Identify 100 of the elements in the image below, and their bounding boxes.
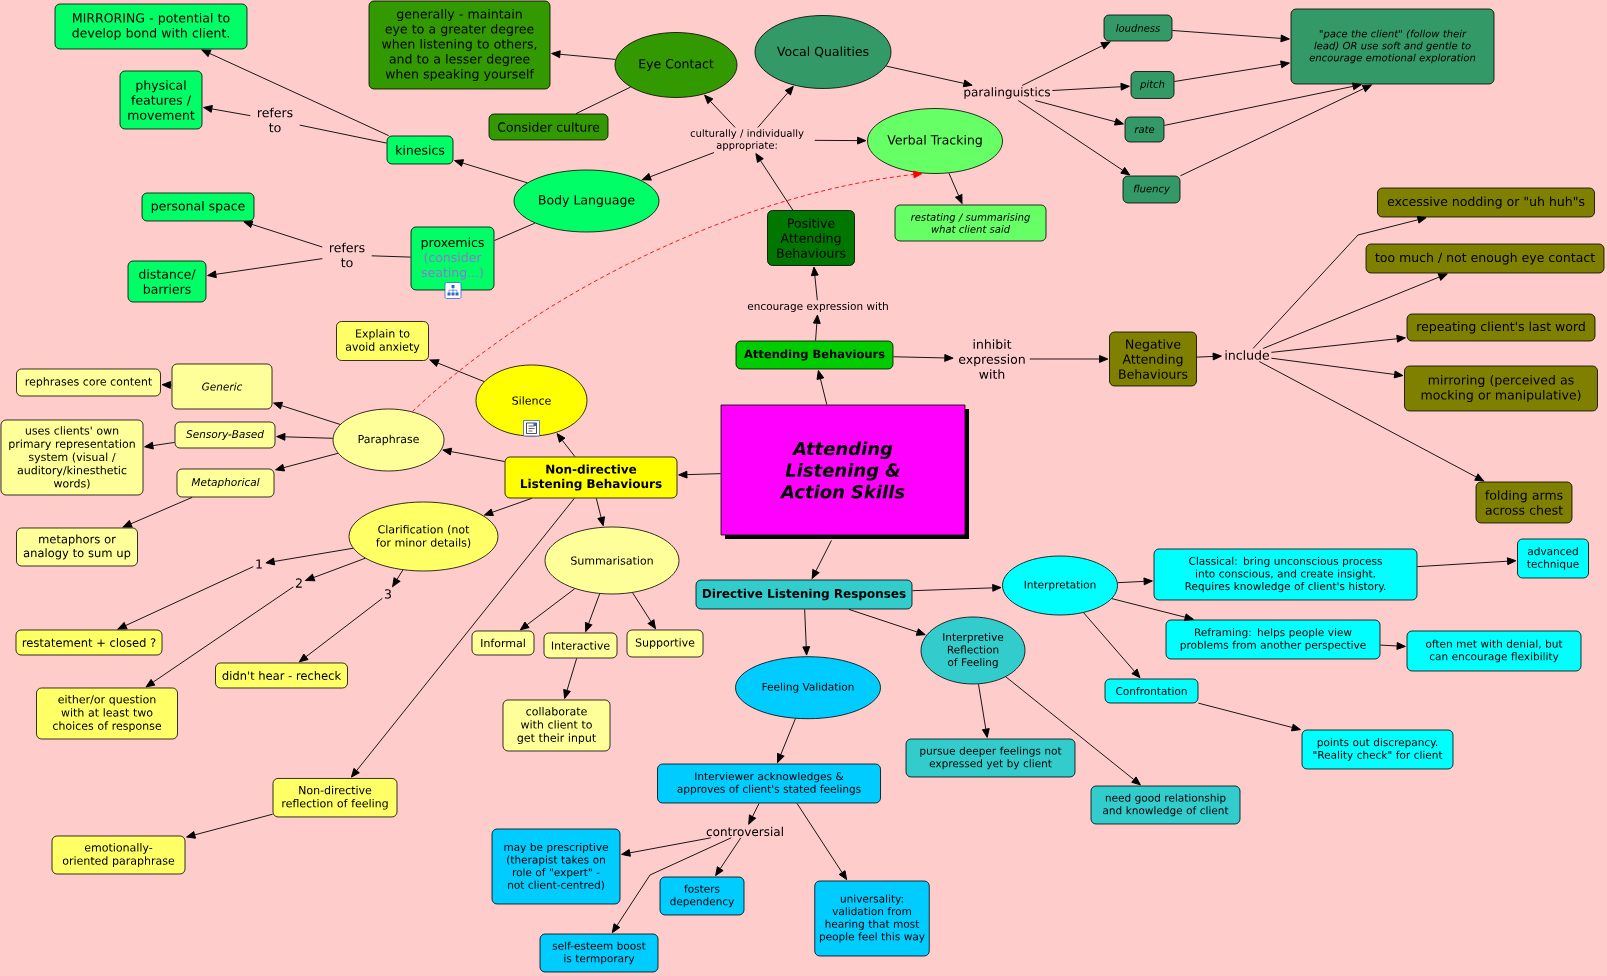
arrow	[796, 802, 848, 881]
concept-box: either/or question with at least two choices of response	[36, 687, 178, 740]
linking-phrase: 3	[382, 587, 394, 601]
arrow	[748, 802, 760, 825]
arrow	[392, 569, 404, 587]
arrow	[483, 497, 533, 516]
concept-box: Supportive	[626, 629, 704, 658]
concept-box: rephrases core content	[16, 368, 161, 397]
arrow	[715, 837, 742, 877]
arrow	[298, 597, 383, 663]
concept-box: proxemics (consider seating...)	[410, 226, 495, 291]
arrow	[1196, 352, 1222, 361]
arrow	[892, 354, 954, 362]
arrow	[777, 718, 796, 763]
arrow	[122, 496, 193, 528]
arrow	[1179, 84, 1372, 177]
concept-box: distance/ barriers	[127, 260, 207, 303]
arrow	[519, 588, 576, 631]
concept-box: self-esteem boost is termporary	[539, 933, 659, 973]
arrow	[1163, 82, 1362, 126]
arrow	[563, 657, 578, 699]
connector-line	[575, 86, 631, 115]
arrow	[885, 65, 973, 88]
concept-box: Reframing: helps people view problems from another perspective	[1165, 619, 1381, 660]
linking-phrase: inhibit expression with	[954, 337, 1030, 381]
concept-box: metaphors or analogy to sum up	[16, 527, 138, 567]
arrow	[584, 593, 601, 632]
concept-box: Confrontation	[1104, 678, 1199, 704]
arrow	[1029, 355, 1109, 363]
dashed-arrow	[411, 170, 923, 413]
concept-box: Consider culture	[488, 113, 609, 141]
arrow	[145, 586, 294, 688]
concept-box: points out discrepancy. "Reality check" for client	[1301, 729, 1454, 770]
concept-box: Informal	[471, 630, 535, 656]
arrow	[429, 359, 485, 382]
arrow	[207, 258, 323, 279]
arrow	[848, 608, 926, 636]
arrow	[632, 592, 656, 630]
arrow	[1197, 702, 1301, 732]
arrow	[350, 497, 575, 778]
concept-box: Sensory-Based	[174, 421, 276, 449]
arrow	[1117, 577, 1153, 586]
concept-box: Non-directive reflection of feeling	[272, 778, 398, 818]
arrow	[812, 314, 821, 342]
arrow	[641, 152, 715, 181]
arrow	[1083, 612, 1141, 679]
arrow	[243, 220, 323, 248]
arrow	[1379, 642, 1406, 650]
concept-box: folding arms across chest	[1475, 481, 1573, 524]
arrow	[1171, 30, 1290, 43]
arrow	[1270, 334, 1406, 353]
concept-box: Directive Listening Responses	[695, 579, 913, 610]
concept-box: uses clients' own primary representation system (visual / auditory/kinesthetic words)	[0, 419, 144, 496]
concept-box: Metaphorical	[176, 468, 275, 498]
arrow	[1258, 361, 1485, 482]
concept-box: fluency	[1122, 175, 1181, 204]
concept-box: Negative Attending Behaviours	[1109, 331, 1197, 387]
connector-line	[299, 124, 388, 144]
concept-box: repeating client's last word	[1406, 313, 1596, 342]
arrow	[816, 370, 828, 406]
concept-box: pitch	[1130, 71, 1175, 99]
arrow	[802, 608, 811, 656]
arrow	[978, 683, 990, 738]
arrow	[704, 94, 736, 128]
arrow	[551, 50, 616, 60]
linking-phrase: encourage expression with	[745, 300, 891, 314]
concept-box: personal space	[141, 192, 255, 222]
arrow	[1005, 676, 1141, 786]
arrow	[1252, 215, 1427, 349]
linking-phrase: refers to	[250, 106, 300, 134]
linking-phrase: refers to	[322, 241, 372, 269]
linking-phrase: controversial	[704, 825, 786, 838]
arrow	[203, 105, 251, 117]
concept-box: pursue deeper feelings not expressed yet by client	[905, 738, 1076, 778]
arrow	[265, 547, 354, 566]
concept-box: didn't hear - recheck	[215, 662, 348, 689]
connector-line	[371, 255, 412, 258]
arrow	[305, 557, 366, 582]
arrow	[186, 813, 274, 839]
concept-box: restating / summarising what client said	[894, 204, 1047, 242]
concept-box: Generic	[171, 363, 273, 410]
arrow	[948, 172, 963, 204]
arrow	[1051, 82, 1130, 91]
arrow	[273, 401, 341, 425]
title-box: Attending Listening & Action Skills	[720, 404, 969, 539]
concept-box: fosters dependency	[659, 876, 745, 916]
arrow	[201, 49, 390, 137]
concept-box: loudness	[1103, 14, 1173, 42]
concept-box: Non-directive Listening Behaviours	[504, 456, 678, 499]
concept-box: Classical: bring unconscious process into conscious, and create insight. Requires knowledge of client's history.	[1153, 548, 1418, 601]
concept-box: excessive nodding or "uh huh"s	[1377, 187, 1595, 218]
arrow	[678, 470, 722, 479]
arrow	[814, 136, 867, 145]
concept-box: too much / not enough eye contact	[1365, 243, 1605, 274]
concept-box: mirroring (perceived as mocking or manipulative)	[1404, 365, 1598, 412]
concept-box: emotionally-oriented paraphrase	[51, 835, 186, 875]
arrow	[442, 447, 506, 462]
arrow	[276, 432, 334, 441]
connector-line	[493, 222, 536, 241]
arrow	[1017, 100, 1131, 176]
